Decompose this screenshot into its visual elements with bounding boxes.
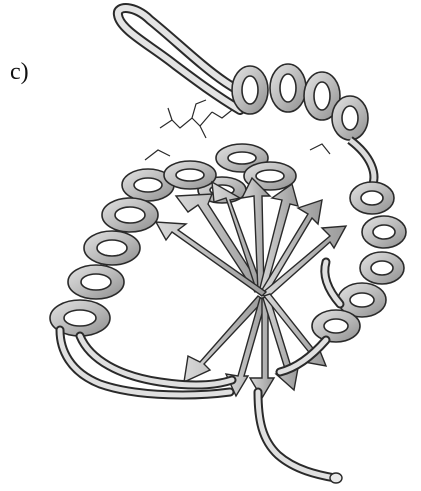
alpha-helix-left: [50, 169, 174, 336]
c-terminal-end: [330, 473, 342, 483]
beta-barrel-strands: [156, 178, 346, 398]
n-terminal-loop: [118, 8, 250, 110]
